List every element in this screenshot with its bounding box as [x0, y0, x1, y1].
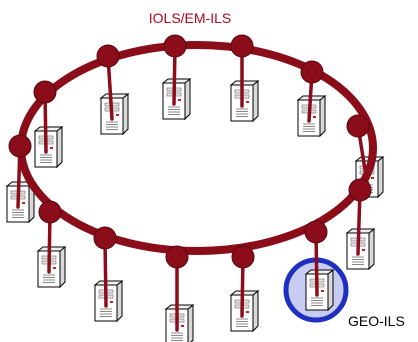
server-icon	[93, 279, 124, 323]
node-icon	[38, 200, 62, 224]
node-icon	[231, 245, 255, 269]
ring-label: IOLS/EM-ILS	[149, 10, 231, 26]
server-icon	[36, 245, 67, 289]
server-icon	[33, 125, 64, 169]
geo-node	[283, 230, 349, 323]
node-icon	[304, 220, 328, 244]
node-icon	[230, 34, 254, 58]
server-icon	[99, 92, 130, 136]
server-icon	[229, 289, 260, 333]
node-icon	[33, 80, 57, 104]
server-icon	[229, 79, 260, 123]
node-icon	[348, 178, 372, 202]
node-icon	[346, 114, 370, 138]
geo-ils-label: GEO-ILS	[348, 313, 405, 329]
node-icon	[163, 34, 187, 58]
node-icon	[8, 134, 32, 158]
server-icon	[161, 77, 192, 121]
node-icon	[93, 226, 117, 250]
server-icon	[164, 303, 195, 342]
node-icon	[96, 44, 120, 68]
server-icon	[304, 268, 335, 312]
ring-nodes	[8, 34, 372, 269]
server-icon	[345, 227, 376, 271]
node-icon	[300, 60, 324, 84]
node-icon	[165, 245, 189, 269]
